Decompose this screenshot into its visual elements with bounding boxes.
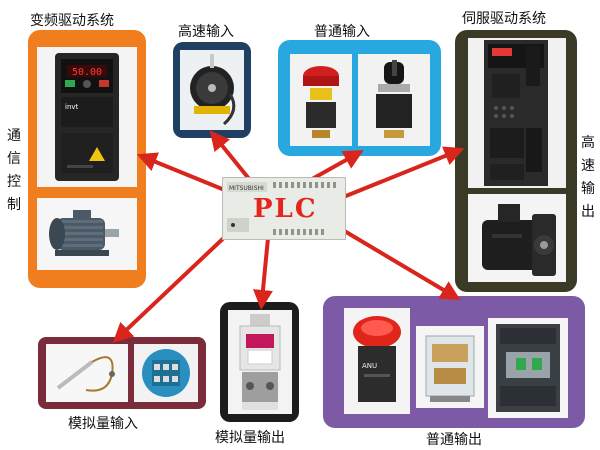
vfd-drive-photo: 50.00 invt [37,47,137,187]
vfd-brand-text: invt [65,103,79,111]
analog-input-title: 模拟量输入 [68,416,138,432]
hs-input-title: 高速输入 [178,24,234,40]
vfd-display-text: 50.00 [72,67,102,78]
servo-drive-illustration [484,40,548,186]
encoder-illustration [190,54,236,126]
transmitter-photo [134,344,198,402]
proportional-valve-illustration [239,314,281,410]
selector-switch-photo [358,54,430,146]
indicator-lamp-photo: ANU [344,308,410,414]
servo-drive-photo [468,38,566,188]
indicator-lamp-illustration: ANU [353,316,401,402]
arrow-to-servo [335,146,465,202]
contactor-illustration [496,324,560,412]
relay-photo [416,326,484,408]
relay-illustration [425,335,475,402]
servo-side-label: 高速输出 [581,135,595,220]
servo-motor-photo [468,194,566,282]
encoder-photo [180,50,244,130]
normal-input-title: 普通输入 [314,24,370,40]
analog-output-title: 模拟量输出 [215,430,285,446]
arrow-to-analog-output [253,237,273,310]
selector-switch-illustration [376,60,412,138]
temperature-probe-photo [46,344,128,402]
estop-button-photo [290,54,352,146]
indicator-brand-text: ANU [362,362,377,370]
temperature-probe-illustration [56,356,115,392]
arrow-to-normal-output [334,224,461,301]
contactor-photo [488,318,568,418]
motor-photo [37,198,137,270]
arrow-to-hs-input [209,130,252,182]
plc-unit: MITSUBISHI PLC [222,177,346,240]
motor-illustration [49,210,119,256]
arrow-to-vfd [136,152,233,195]
normal-output-title: 普通输出 [426,432,482,448]
plc-brand-text: MITSUBISHI [229,185,264,192]
plc-label: PLC [253,194,318,224]
servo-title: 伺服驱动系统 [462,11,546,27]
vfd-side-label: 通信控制 [7,128,21,213]
servo-motor-illustration [482,204,556,276]
vfd-drive-illustration: 50.00 invt [55,53,119,181]
proportional-valve-photo [228,310,292,414]
vfd-title: 变频驱动系统 [30,13,114,29]
transmitter-illustration [142,349,190,397]
estop-button-illustration [303,66,339,138]
plc-illustration: MITSUBISHI [223,178,345,239]
